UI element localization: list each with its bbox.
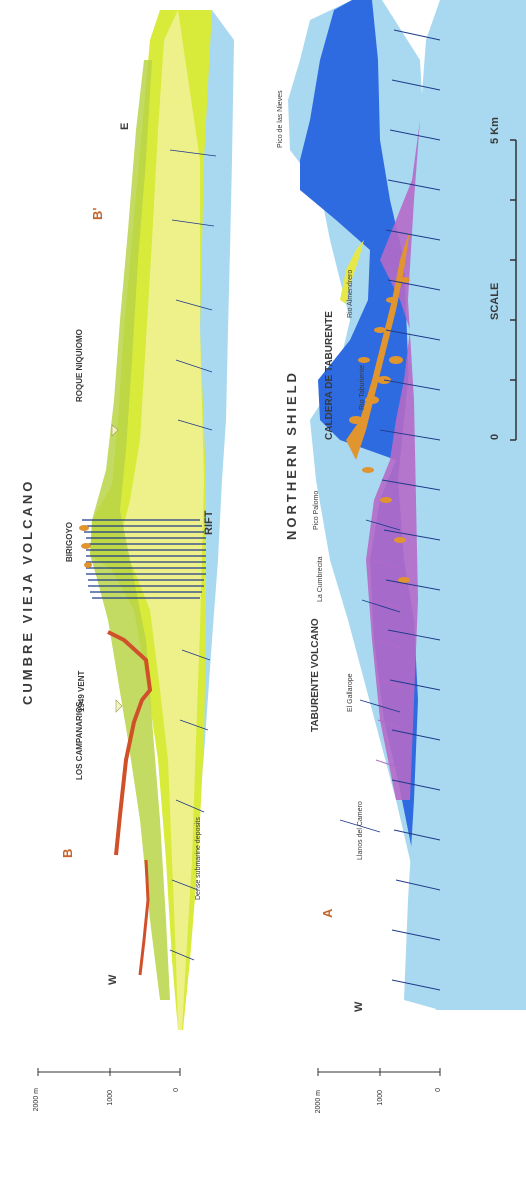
olive-cover-layer xyxy=(90,60,170,1000)
feeder-dikes xyxy=(339,29,441,991)
purple-dike-fringe xyxy=(371,559,405,769)
point-b-prime-label: B' xyxy=(90,208,105,220)
lava-flow-south xyxy=(138,859,150,976)
cumbre-vieja-section: 2000 m 1000 0 CUMBRE VIEJA VOLCANO B B' … xyxy=(20,10,234,1111)
axis-label-bottom-1000: 1000 xyxy=(377,1090,384,1106)
birigoyo-label: BIRIGOYO xyxy=(65,522,74,562)
point-b-label: B xyxy=(60,849,75,858)
rift-dikes xyxy=(82,519,206,599)
west-label-top: W xyxy=(107,974,119,985)
pico-de-las-nieves-label: Pico de las Nieves xyxy=(277,90,284,148)
elevation-axis-top xyxy=(37,1068,181,1076)
axis-label-bottom-0: 0 xyxy=(435,1088,442,1092)
axis-label-top-1000: 1000 xyxy=(107,1090,114,1106)
scattered-dikes xyxy=(169,149,217,961)
scale-title: SCALE xyxy=(489,283,501,320)
point-a-label: A xyxy=(320,908,335,918)
scale-bar: SCALE 0 5 Km xyxy=(489,117,517,441)
roque-niquiomo-label: ROQUE NIQUIOMO xyxy=(75,329,84,402)
rift-label: RIFT xyxy=(203,510,215,535)
pico-palomo-label: Pico Palomo xyxy=(313,491,320,530)
lava-flow-1949 xyxy=(107,630,153,856)
los-campanarios-label: LOS CAMPANARIOS xyxy=(75,701,84,780)
northern-shield-title: NORTHERN SHIELD xyxy=(284,370,299,540)
pyroclastic-cones xyxy=(79,525,92,568)
axis-label-bottom-2000: 2000 m xyxy=(315,1090,322,1114)
vent-markers xyxy=(111,424,123,713)
llanos-del-camero-label: Llanos del Camero xyxy=(357,801,364,860)
rio-almendrero-label: Rio Almendrero xyxy=(347,270,354,318)
el-gallarope-label: El Gallarope xyxy=(347,673,354,712)
scale-end-label: 5 Km xyxy=(489,117,501,144)
basal-note-label: Dense submarine deposits xyxy=(195,817,202,900)
northern-shield-section: 2000 m 1000 0 NORTHERN SHIELD A W TABURE… xyxy=(277,0,526,1113)
caldera-de-taburente-label: CALDERA DE TABURENTE xyxy=(324,311,335,440)
purple-intrusive-zone xyxy=(366,120,420,800)
axis-label-top-0: 0 xyxy=(173,1088,180,1092)
yellow-strip xyxy=(340,240,364,304)
rio-taburiente-label: Rio Taburiente xyxy=(359,365,366,410)
east-label-top: E xyxy=(119,123,131,130)
scale-start-label: 0 xyxy=(489,434,501,440)
vent-1949-label: 1949 VENT xyxy=(77,671,86,712)
axis-label-top-2000: 2000 m xyxy=(33,1088,40,1112)
la-cumbrecita-label: La Cumbrecita xyxy=(317,556,324,602)
taburente-volcano-label: TABURENTE VOLCANO xyxy=(310,618,321,732)
scale-bar-line xyxy=(510,139,517,441)
elevation-axis-bottom xyxy=(317,1068,441,1076)
cumbre-vieja-title: CUMBRE VIEJA VOLCANO xyxy=(20,479,35,705)
west-label-bottom: W xyxy=(353,1001,365,1012)
lower-light-blue-layer xyxy=(398,0,526,1010)
